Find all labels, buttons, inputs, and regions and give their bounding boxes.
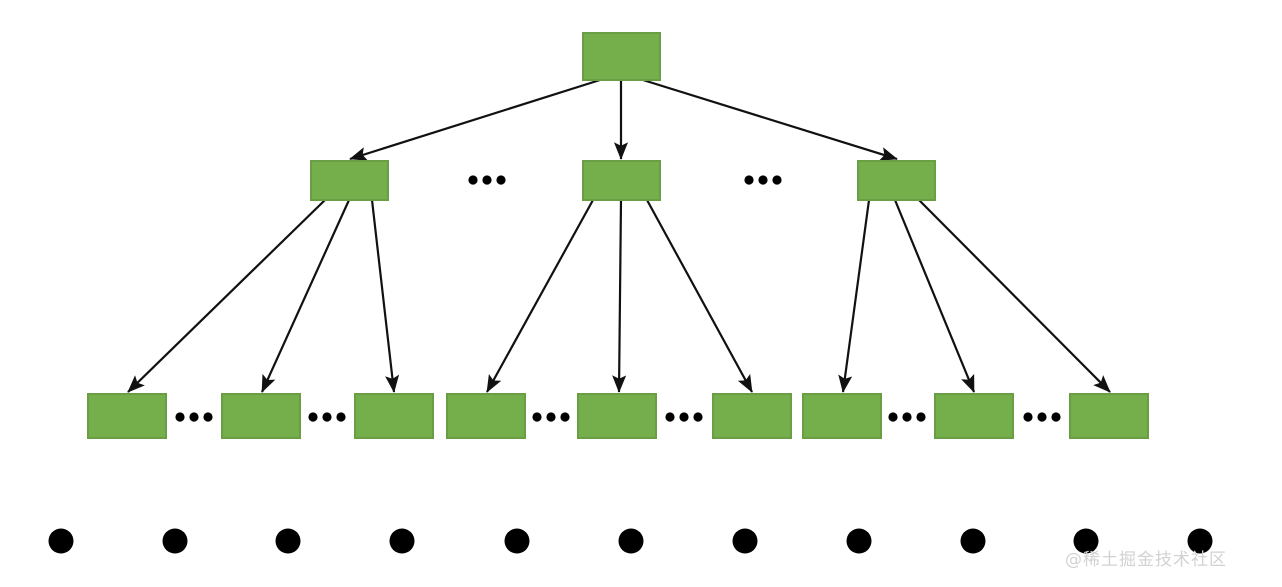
ellipsis-dots	[665, 412, 703, 422]
edge-arrow	[918, 199, 1111, 393]
edge-arrow	[260, 199, 351, 393]
ellipsis-dots	[1023, 412, 1061, 422]
edge-arrow	[349, 78, 601, 161]
leaf-dot[interactable]	[389, 528, 415, 554]
ellipsis-dots	[468, 175, 506, 185]
tree-node-box[interactable]	[582, 32, 661, 81]
edge-arrow	[127, 199, 326, 393]
leaf-dot[interactable]	[504, 528, 530, 554]
ellipsis-dots	[308, 412, 346, 422]
tree-node-box[interactable]	[934, 393, 1014, 439]
edge-arrow	[838, 199, 871, 393]
tree-node-box[interactable]	[802, 393, 882, 439]
edge-arrow	[893, 199, 976, 393]
ellipsis-dots	[888, 412, 926, 422]
leaf-dot-group	[48, 528, 1213, 554]
leaf-dot[interactable]	[846, 528, 872, 554]
tree-node-box[interactable]	[582, 160, 661, 201]
leaf-dot[interactable]	[1073, 528, 1099, 554]
watermark-label: @稀土掘金技术社区	[1065, 550, 1227, 570]
ellipsis-dots	[744, 175, 782, 185]
leaf-dot[interactable]	[618, 528, 644, 554]
tree-node-box[interactable]	[857, 160, 936, 201]
ellipsis-dots	[175, 412, 213, 422]
leaf-dot[interactable]	[162, 528, 188, 554]
leaf-dot[interactable]	[275, 528, 301, 554]
edge-arrow	[486, 199, 594, 393]
edge-arrow	[612, 199, 627, 393]
edge-arrow	[642, 78, 898, 161]
tree-node-box[interactable]	[87, 393, 167, 439]
edges-group	[127, 78, 1111, 393]
tree-node-box[interactable]	[354, 393, 434, 439]
leaf-dot[interactable]	[1187, 528, 1213, 554]
ellipsis-dots	[532, 412, 570, 422]
leaf-dot[interactable]	[732, 528, 758, 554]
leaf-dot[interactable]	[960, 528, 986, 554]
tree-node-box[interactable]	[221, 393, 301, 439]
tree-node-box[interactable]	[712, 393, 792, 439]
leaf-dot[interactable]	[48, 528, 74, 554]
ellipsis-group	[175, 175, 1061, 422]
tree-node-box[interactable]	[310, 160, 389, 201]
tree-node-box[interactable]	[1069, 393, 1149, 439]
edge-arrow	[370, 199, 400, 393]
tree-node-box[interactable]	[577, 393, 657, 439]
edge-arrow	[646, 199, 753, 393]
nodes-group	[87, 32, 1149, 439]
tree-node-box[interactable]	[446, 393, 526, 439]
